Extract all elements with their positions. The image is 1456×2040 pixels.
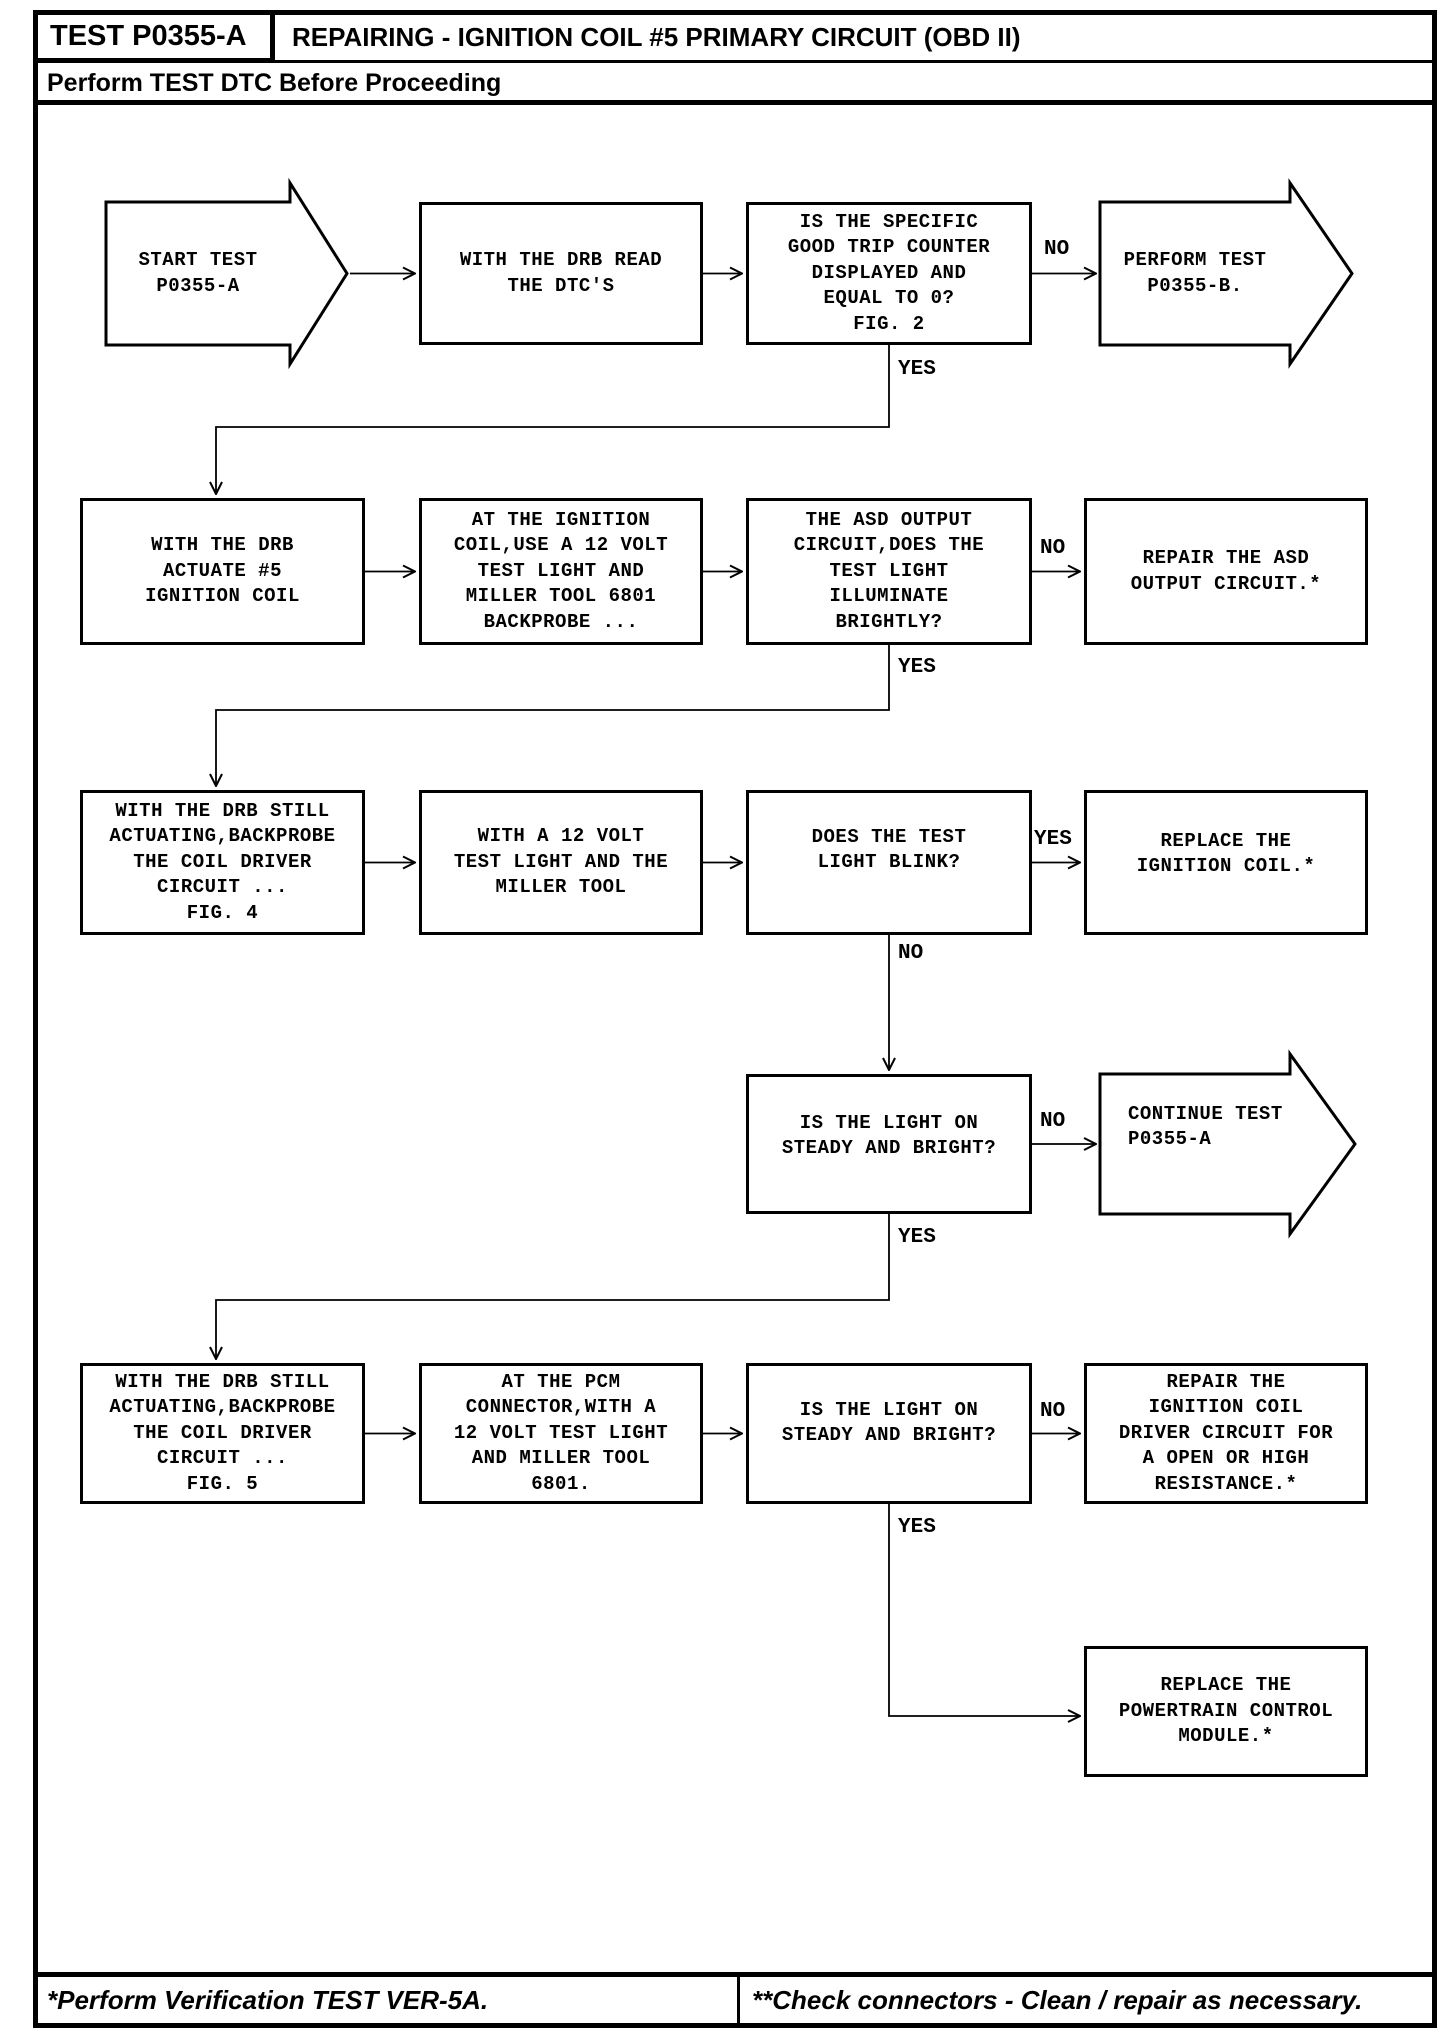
page-title: REPAIRING - IGNITION COIL #5 PRIMARY CIR… bbox=[292, 22, 1021, 52]
edge-label-yes-steady2: YES bbox=[898, 1516, 936, 1539]
connector-goodtrip-yes-to-actuate bbox=[216, 345, 890, 494]
node-steady-bright-2: IS THE LIGHT ON STEADY AND BRIGHT? bbox=[746, 1363, 1032, 1504]
node-replace-pcm: REPLACE THE POWERTRAIN CONTROL MODULE.* bbox=[1084, 1646, 1368, 1777]
edge-label-no-blink: NO bbox=[898, 942, 924, 965]
title-underline bbox=[33, 60, 1437, 63]
node-backprobe-fig4: WITH THE DRB STILL ACTUATING,BACKPROBE T… bbox=[80, 790, 365, 935]
start-arrow-shape bbox=[104, 177, 349, 370]
test-id-box: TEST P0355-A bbox=[33, 10, 275, 63]
node-light-blink: DOES THE TEST LIGHT BLINK? bbox=[746, 790, 1032, 935]
edge-label-no-asd: NO bbox=[1040, 537, 1066, 560]
node-actuate-coil: WITH THE DRB ACTUATE #5 IGNITION COIL bbox=[80, 498, 365, 645]
edge-label-no-steady2: NO bbox=[1040, 1400, 1066, 1423]
connector-asd-yes-to-fig4 bbox=[216, 645, 890, 786]
page-border bbox=[33, 10, 1437, 2028]
edge-label-yes-goodtrip: YES bbox=[898, 358, 936, 381]
node-pcm-connector: AT THE PCM CONNECTOR,WITH A 12 VOLT TEST… bbox=[419, 1363, 703, 1504]
subtitle-underline bbox=[33, 100, 1437, 105]
edge-label-no-goodtrip: NO bbox=[1044, 238, 1070, 261]
page-subtitle: Perform TEST DTC Before Proceeding bbox=[47, 69, 502, 97]
footer-divider bbox=[737, 1972, 740, 2028]
connector-steady2-yes-to-replacepcm bbox=[888, 1504, 1080, 1716]
edge-label-yes-blink: YES bbox=[1034, 828, 1072, 851]
node-continue-test-a: CONTINUE TEST P0355-A bbox=[1128, 1103, 1283, 1151]
node-perform-test-b: PERFORM TEST P0355-B. bbox=[1123, 249, 1267, 297]
connector-steady1-yes-to-fig5 bbox=[216, 1214, 890, 1359]
footer-top-line bbox=[33, 1972, 1437, 1977]
node-start-test: START TEST P0355-A bbox=[138, 249, 258, 297]
node-replace-coil: REPLACE THE IGNITION COIL.* bbox=[1084, 790, 1368, 935]
node-asd-output: THE ASD OUTPUT CIRCUIT,DOES THE TEST LIG… bbox=[746, 498, 1032, 645]
node-repair-asd: REPAIR THE ASD OUTPUT CIRCUIT.* bbox=[1084, 498, 1368, 645]
node-good-trip-counter: IS THE SPECIFIC GOOD TRIP COUNTER DISPLA… bbox=[746, 202, 1032, 345]
edge-label-no-steady1: NO bbox=[1040, 1110, 1066, 1133]
node-volt-light-miller: WITH A 12 VOLT TEST LIGHT AND THE MILLER… bbox=[419, 790, 703, 935]
perform-test-arrow-shape bbox=[1098, 178, 1354, 369]
test-id-label: TEST P0355-A bbox=[50, 20, 247, 52]
node-read-dtc: WITH THE DRB READ THE DTC'S bbox=[419, 202, 703, 345]
node-coil-backprobe: AT THE IGNITION COIL,USE A 12 VOLT TEST … bbox=[419, 498, 703, 645]
node-backprobe-fig5: WITH THE DRB STILL ACTUATING,BACKPROBE T… bbox=[80, 1363, 365, 1504]
node-steady-bright-1: IS THE LIGHT ON STEADY AND BRIGHT? bbox=[746, 1074, 1032, 1214]
node-repair-driver: REPAIR THE IGNITION COIL DRIVER CIRCUIT … bbox=[1084, 1363, 1368, 1504]
continue-test-arrow-shape bbox=[1098, 1049, 1357, 1239]
footer-note-verification: *Perform Verification TEST VER-5A. bbox=[47, 1985, 489, 2015]
footer-note-connectors: **Check connectors - Clean / repair as n… bbox=[752, 1985, 1363, 2015]
edge-label-yes-steady1: YES bbox=[898, 1226, 936, 1249]
edge-label-yes-asd: YES bbox=[898, 656, 936, 679]
